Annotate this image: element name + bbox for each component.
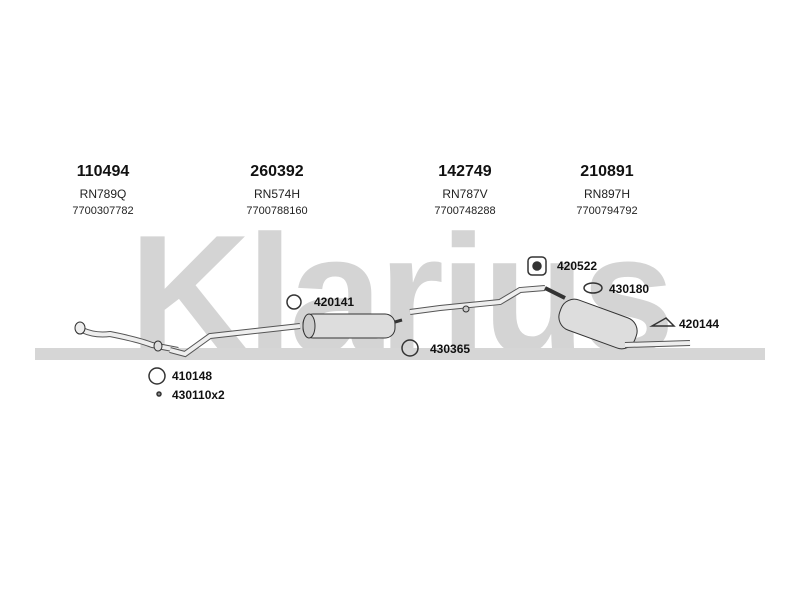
- column-110494: 110494 RN789Q 7700307782: [23, 163, 183, 217]
- part-code: RN574H: [253, 187, 301, 201]
- ring-410148-icon: [148, 367, 166, 385]
- intermediate-pipe: [169, 313, 403, 358]
- label-420141: 420141: [314, 295, 355, 309]
- gasket-430180-icon: [583, 282, 603, 294]
- part-code: RN789Q: [79, 187, 127, 201]
- middle-silencer: [302, 313, 396, 339]
- bracket-430365-icon: [401, 339, 419, 357]
- part-number: 210891: [580, 163, 634, 180]
- label-430110: 430110x2: [172, 388, 225, 402]
- rear-silencer: [544, 286, 691, 350]
- logo-underline: [35, 348, 765, 360]
- rear-pipe: [409, 285, 546, 315]
- clamp-420141-icon: [286, 294, 302, 310]
- oem-number: 7700748288: [434, 205, 496, 217]
- rubber-420522-icon: [527, 256, 547, 276]
- oem-number: 7700788160: [246, 205, 308, 217]
- bolt-430110-icon: [156, 391, 162, 397]
- oem-number: 7700794792: [576, 205, 638, 217]
- label-420144: 420144: [679, 317, 720, 331]
- mount-420144-icon: [649, 317, 676, 327]
- column-142749: 142749 RN787V 7700748288: [385, 163, 545, 217]
- front-pipe: [74, 321, 179, 353]
- part-number: 110494: [76, 163, 130, 180]
- label-420522: 420522: [557, 259, 598, 273]
- label-430365: 430365: [430, 342, 471, 356]
- label-410148: 410148: [172, 369, 213, 383]
- part-number: 142749: [438, 163, 492, 180]
- label-430180: 430180: [609, 282, 650, 296]
- column-260392: 260392 RN574H 7700788160: [197, 163, 357, 217]
- part-number: 260392: [250, 163, 304, 180]
- column-210891: 210891 RN897H 7700794792: [527, 163, 687, 217]
- oem-number: 7700307782: [72, 205, 134, 217]
- part-code: RN897H: [583, 187, 631, 201]
- part-code: RN787V: [442, 187, 488, 201]
